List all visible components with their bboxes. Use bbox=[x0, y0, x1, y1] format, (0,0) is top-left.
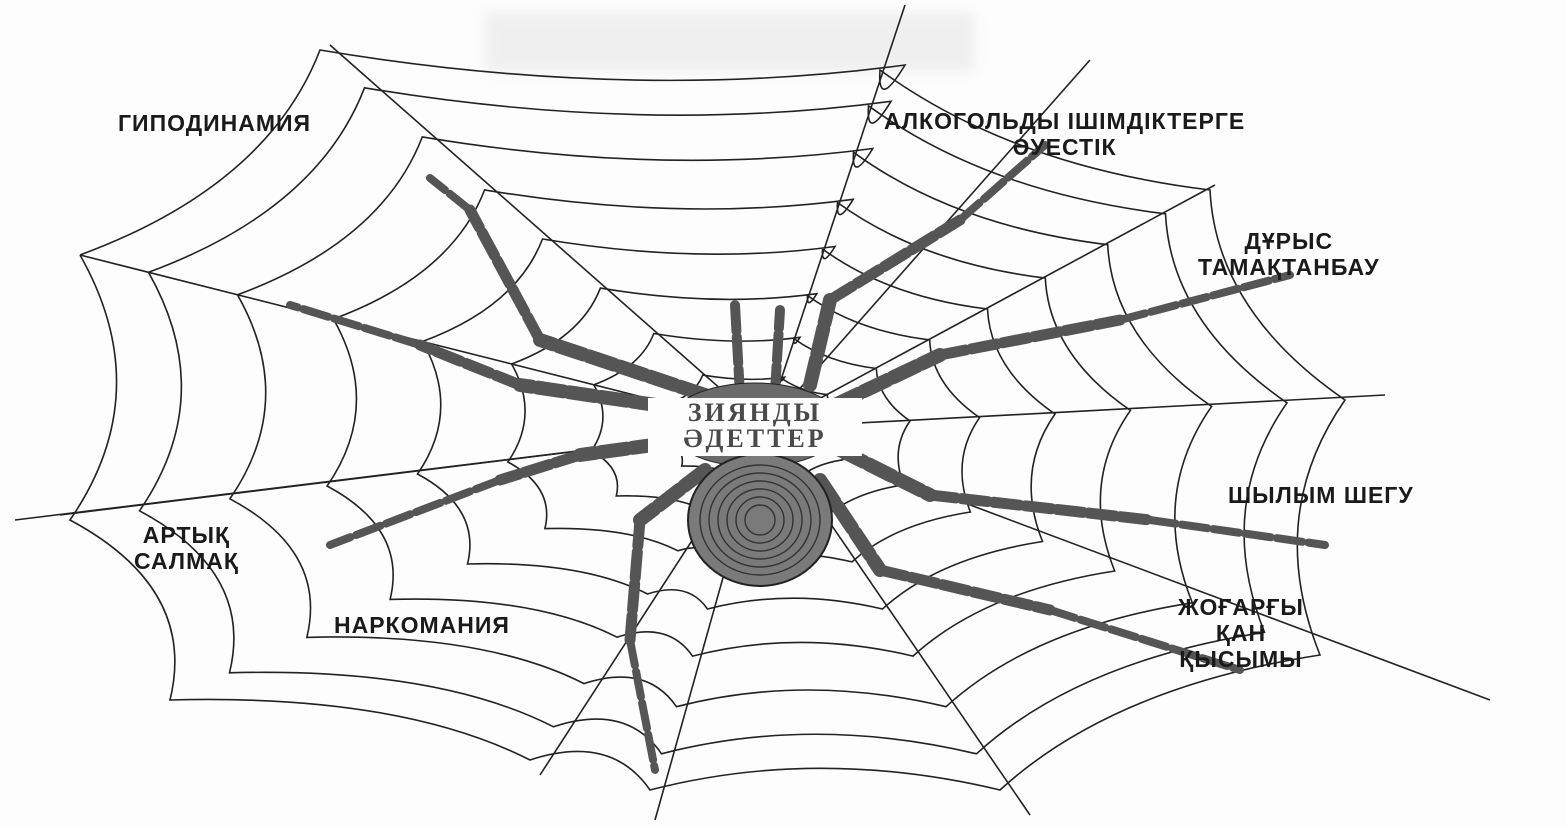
label-pressure-line3: ҚЫСЫМЫ bbox=[1178, 646, 1304, 672]
label-diet: ДҰРЫС ТАМАҚТАНБАУ bbox=[1198, 228, 1380, 280]
label-weight-line2: САЛМАҚ bbox=[134, 548, 239, 574]
label-diet-line1: ДҰРЫС bbox=[1198, 228, 1380, 254]
center-title-line2: ӘДЕТТЕР bbox=[648, 426, 862, 452]
spider-leg bbox=[810, 300, 830, 385]
spider-leg bbox=[940, 320, 1120, 355]
label-pressure-line2: ҚАН bbox=[1178, 620, 1304, 646]
label-alcohol-line1: АЛКОГОЛЬДЫ ІШІМДІКТЕРГЕ bbox=[884, 108, 1245, 134]
spider-leg bbox=[1120, 275, 1290, 320]
spider-leg bbox=[470, 210, 540, 340]
spider-leg bbox=[430, 178, 470, 210]
spider-palp bbox=[735, 305, 740, 395]
label-pressure-line1: ЖОҒАРҒЫ bbox=[1178, 594, 1304, 620]
label-alcohol-line2: ӘУЕСТІК bbox=[884, 134, 1245, 160]
label-blood-pressure: ЖОҒАРҒЫ ҚАН ҚЫСЫМЫ bbox=[1178, 594, 1304, 672]
label-smoking: ШЫЛЫМ ШЕГУ bbox=[1228, 482, 1414, 508]
center-title-line1: ЗИЯНДЫ bbox=[648, 400, 862, 426]
label-hypodynamia: ГИПОДИНАМИЯ bbox=[118, 110, 311, 136]
label-drugs: НАРКОМАНИЯ bbox=[334, 612, 510, 638]
web-radial-thread bbox=[330, 45, 765, 428]
spider-leg bbox=[330, 480, 500, 545]
label-weight-line1: АРТЫҚ bbox=[134, 522, 239, 548]
spider-illustration bbox=[290, 145, 1325, 770]
label-overweight: АРТЫҚ САЛМАҚ bbox=[134, 522, 239, 574]
center-title: ЗИЯНДЫ ӘДЕТТЕР bbox=[648, 398, 862, 456]
spider-leg bbox=[930, 495, 1150, 520]
spider-leg bbox=[630, 640, 655, 770]
label-alcohol: АЛКОГОЛЬДЫ ІШІМДІКТЕРГЕ ӘУЕСТІК bbox=[884, 108, 1245, 160]
label-diet-line2: ТАМАҚТАНБАУ bbox=[1198, 254, 1380, 280]
spider-leg bbox=[420, 345, 520, 385]
spider-palp bbox=[775, 310, 780, 392]
